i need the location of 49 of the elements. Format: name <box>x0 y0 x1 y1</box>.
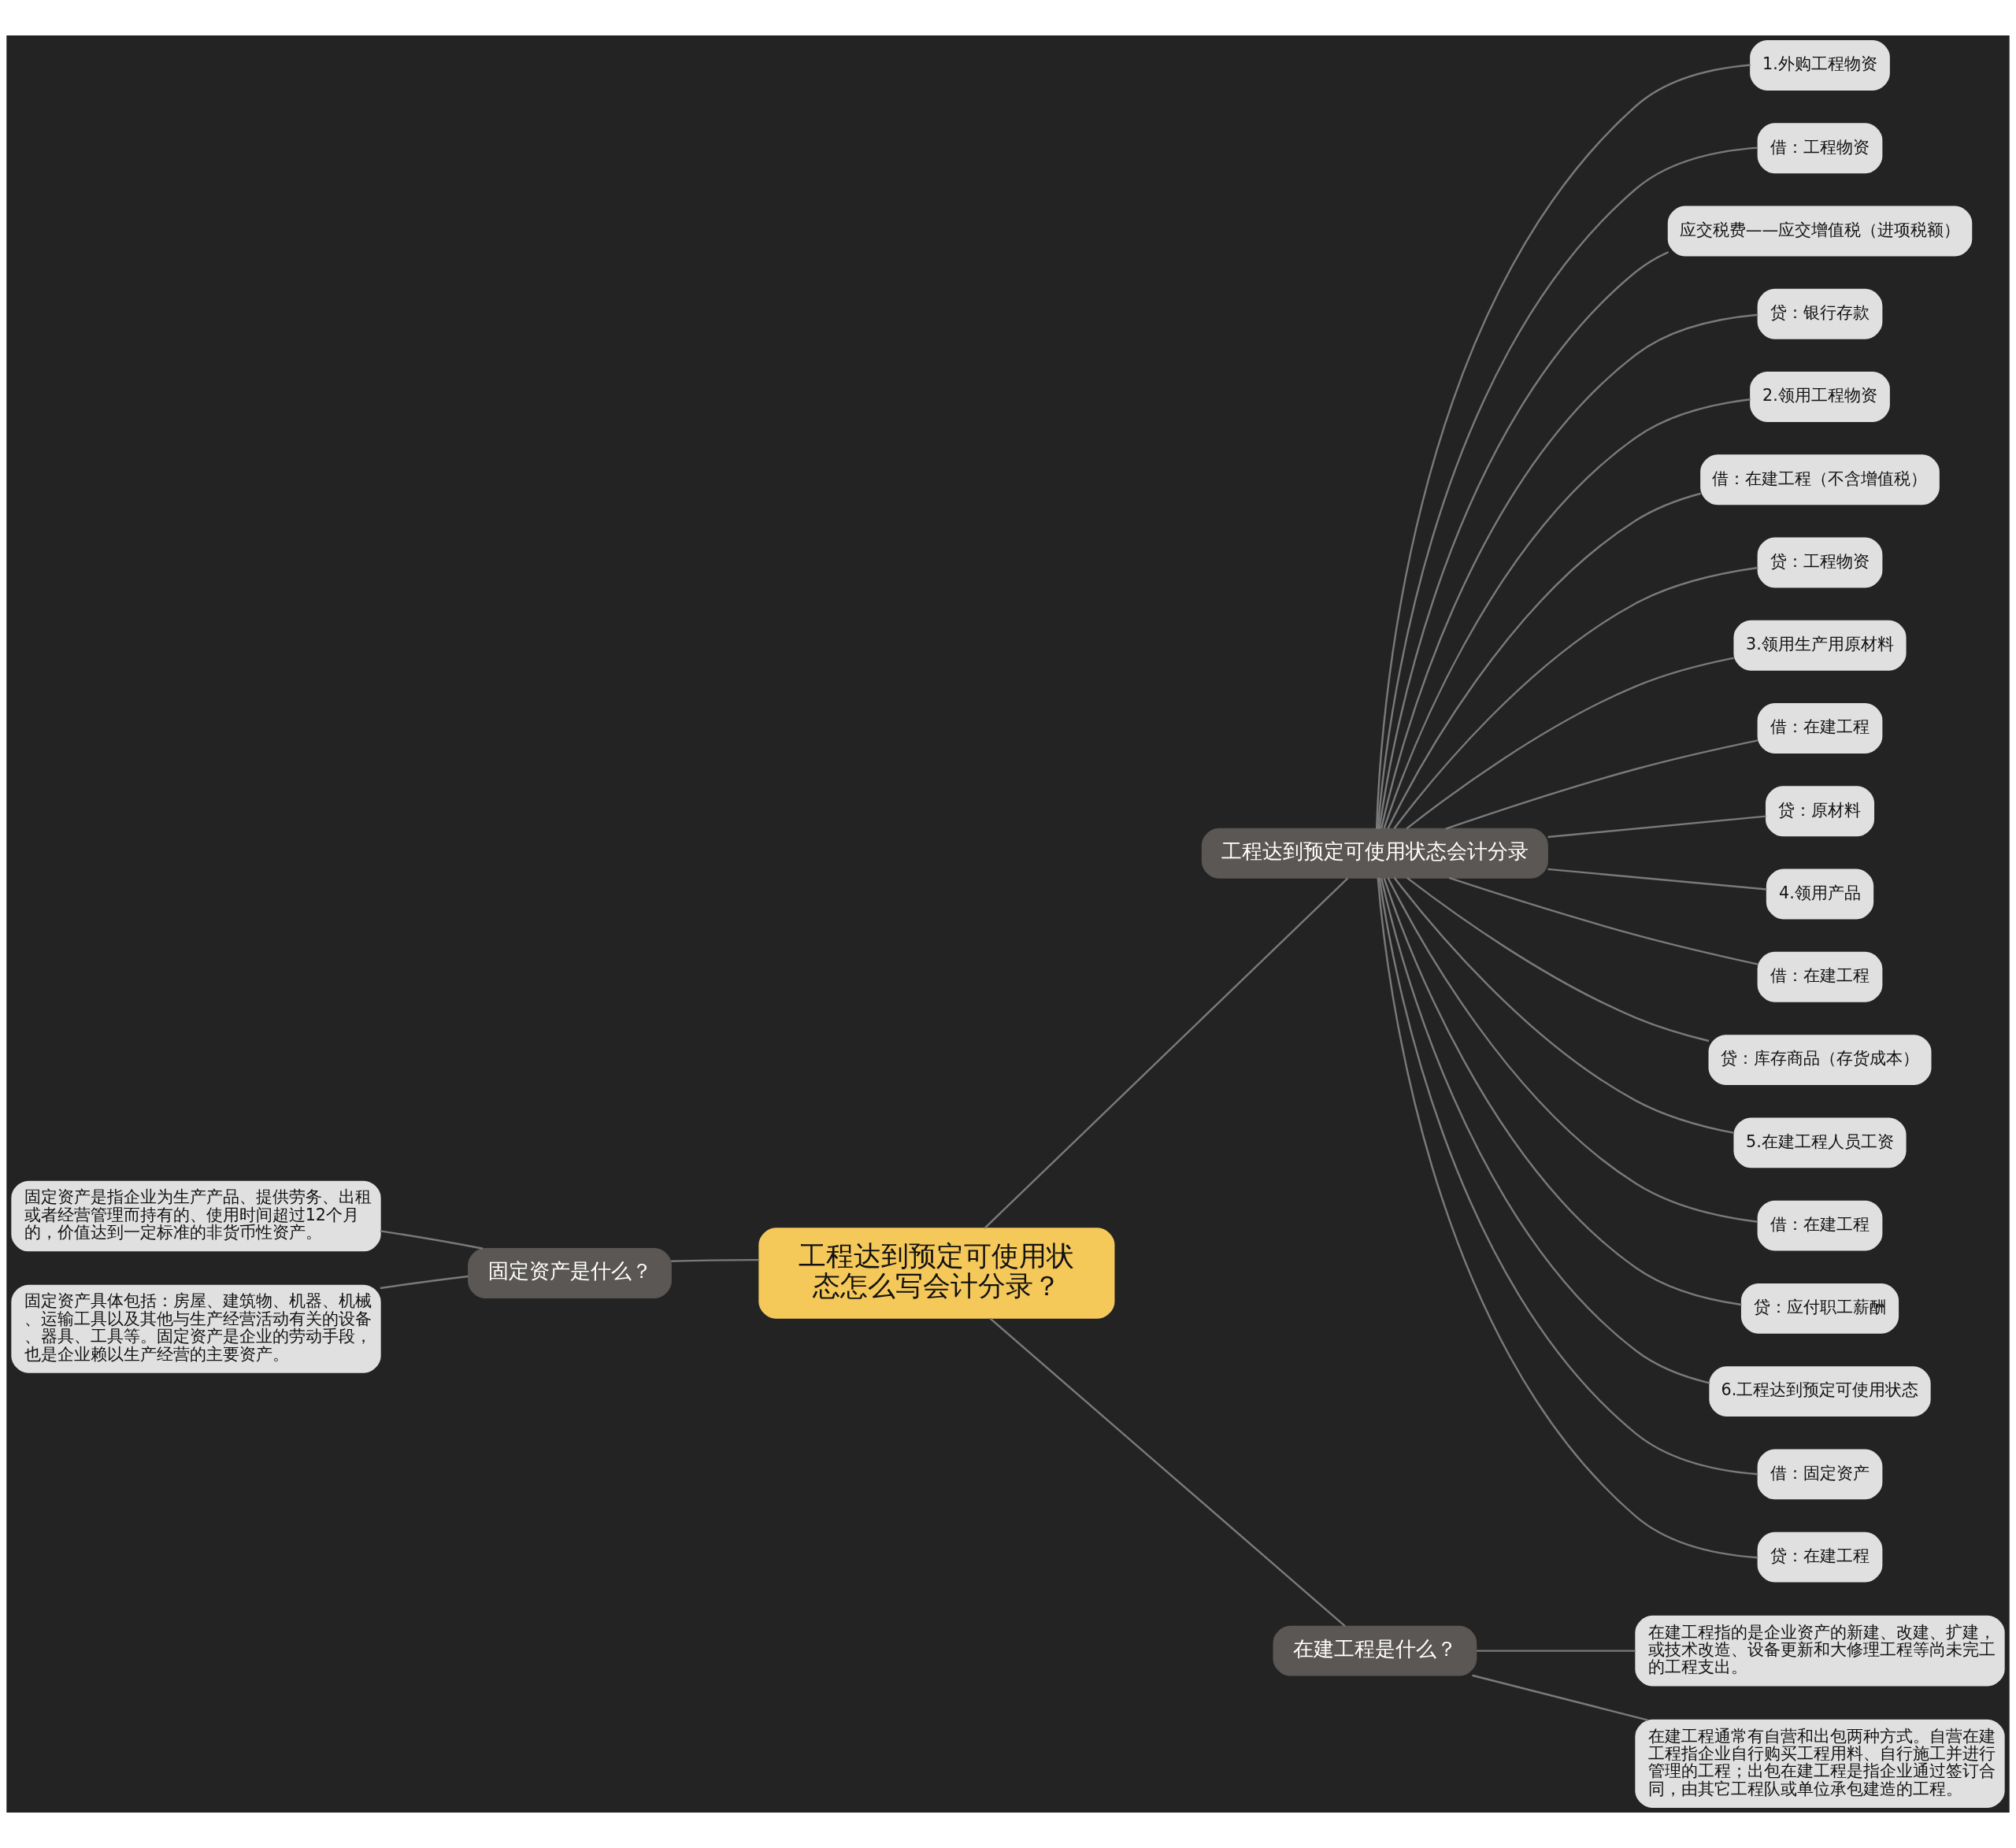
node-box: 贷：银行存款 <box>1757 288 1883 339</box>
connector <box>671 1258 760 1262</box>
node-box: 在建工程通常有自营和出包两种方式。自营在建工程指企业自行购买工程用料、自行施工并进行管理的工程；出包在建工程是指企业通过签订合同，由其它工程队或单位承包建造的工程。 <box>1635 1719 2005 1808</box>
connector <box>1393 566 1758 829</box>
connector <box>1472 1674 1648 1721</box>
connector <box>380 1275 469 1290</box>
connector <box>1547 868 1767 891</box>
node-box: 1.外购工程物资 <box>1750 40 1890 91</box>
node-box: 借：在建工程 <box>1757 1200 1883 1251</box>
connector <box>989 1317 1346 1628</box>
connector <box>1445 739 1758 830</box>
node-box: 4.领用产品 <box>1766 868 1874 920</box>
node-box: 贷：在建工程 <box>1757 1531 1883 1583</box>
connector <box>1378 250 1670 829</box>
node-box: 3.领用生产用原材料 <box>1733 620 1907 671</box>
connector <box>1406 657 1734 830</box>
node-box: 工程达到预定可使用状态怎么写会计分录？ <box>758 1228 1115 1319</box>
connector <box>1406 876 1710 1043</box>
node-box: 借：固定资产 <box>1757 1449 1883 1500</box>
node-box: 贷：原材料 <box>1766 786 1875 837</box>
node-box: 贷：应付职工薪酬 <box>1740 1283 1899 1334</box>
node-box: 借：工程物资 <box>1757 123 1883 174</box>
connector <box>1387 877 1758 1223</box>
connector <box>1383 398 1751 829</box>
node-box: 借：在建工程（不含增值税） <box>1700 454 1940 506</box>
connector <box>1387 492 1701 829</box>
node-box: 5.在建工程人员工资 <box>1733 1117 1907 1168</box>
node-box: 工程达到预定可使用状态会计分录 <box>1201 828 1548 879</box>
node-box: 固定资产具体包括：房屋、建筑物、机器、机械、运输工具以及其他与生产经营活动有关的设备、器具、工具等。固定资产是企业的劳动手段，也是企业赖以生产经营的主要资产。 <box>11 1284 381 1373</box>
node-box: 固定资产是指企业为生产产品、提供劳务、出租或者经营管理而持有的、使用时间超过12个月的，价值达到一定标准的非货币性资产。 <box>11 1180 381 1252</box>
node-box: 借：在建工程 <box>1757 703 1883 754</box>
connector <box>1448 876 1758 965</box>
node-box: 在建工程是什么？ <box>1273 1625 1477 1676</box>
connector <box>1383 877 1742 1306</box>
node-box: 贷：工程物资 <box>1757 537 1883 588</box>
node-box: 借：在建工程 <box>1757 951 1883 1002</box>
node-box: 2.领用工程物资 <box>1750 372 1890 422</box>
connector <box>380 1230 484 1250</box>
connector <box>1393 877 1735 1135</box>
node-box: 在建工程指的是企业资产的新建、改建、扩建，或技术改造、设备更新和大修理工程等尚未完工的工程支出。 <box>1635 1615 2005 1687</box>
connector <box>1380 878 1710 1384</box>
node-box: 贷：库存商品（存货成本） <box>1708 1035 1932 1085</box>
connector <box>1477 1650 1636 1652</box>
node-box: 应交税费——应交增值税（进项税额） <box>1667 206 1973 257</box>
node-box: 固定资产是什么？ <box>468 1248 672 1298</box>
connector <box>984 877 1349 1229</box>
node-box: 6.工程达到预定可使用状态 <box>1709 1366 1931 1417</box>
connector <box>1547 815 1766 839</box>
connector <box>1380 313 1758 829</box>
